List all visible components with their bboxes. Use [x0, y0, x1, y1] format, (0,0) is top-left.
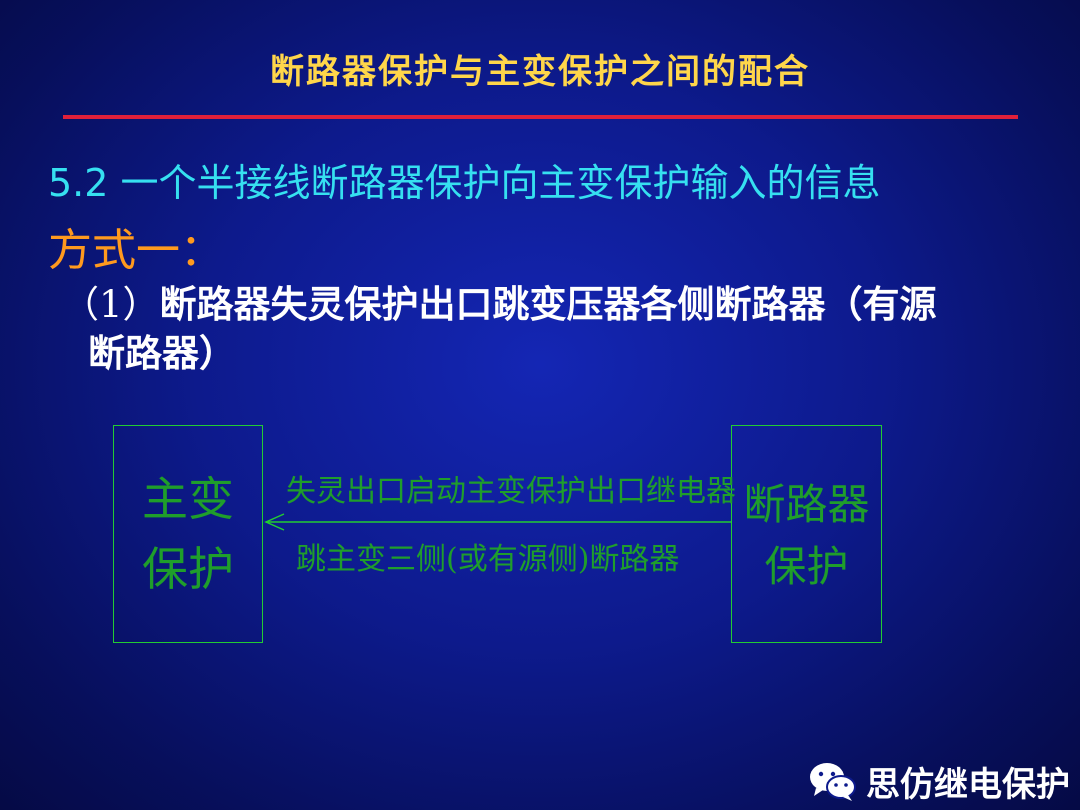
section-heading: 5.2 一个半接线断路器保护向主变保护输入的信息 — [48, 161, 881, 205]
item-text-line2: 断路器） — [88, 332, 236, 375]
left-box-line1: 主变 — [142, 472, 234, 526]
breaker-protection-box: 断路器 保护 — [731, 425, 882, 643]
item-paragraph: （1）断路器失灵保护出口跳变压器各侧断路器（有源 断路器） — [62, 280, 1052, 378]
brand-watermark: 思仿继电保护 — [808, 758, 1070, 805]
signal-arrow — [264, 513, 732, 531]
arrow-label-bottom: 跳主变三侧(或有源侧)断路器 — [296, 542, 680, 577]
item-number: （1） — [62, 283, 160, 326]
arrow-head — [264, 513, 285, 531]
arrow-label-top: 失灵出口启动主变保护出口继电器 — [286, 474, 736, 509]
right-box-line1: 断路器 — [743, 480, 870, 529]
wechat-icon — [810, 763, 856, 801]
title-underline — [63, 115, 1018, 119]
item-text-line1: 断路器失灵保护出口跳变压器各侧断路器（有源 — [159, 283, 937, 326]
brand-name: 思仿继电保护 — [866, 764, 1070, 805]
slide-title: 断路器保护与主变保护之间的配合 — [270, 52, 810, 92]
left-box-line2: 保护 — [142, 542, 234, 596]
main-transformer-protection-box: 主变 保护 — [113, 425, 263, 643]
right-box-line2: 保护 — [764, 542, 849, 591]
method-heading: 方式一： — [48, 225, 224, 276]
